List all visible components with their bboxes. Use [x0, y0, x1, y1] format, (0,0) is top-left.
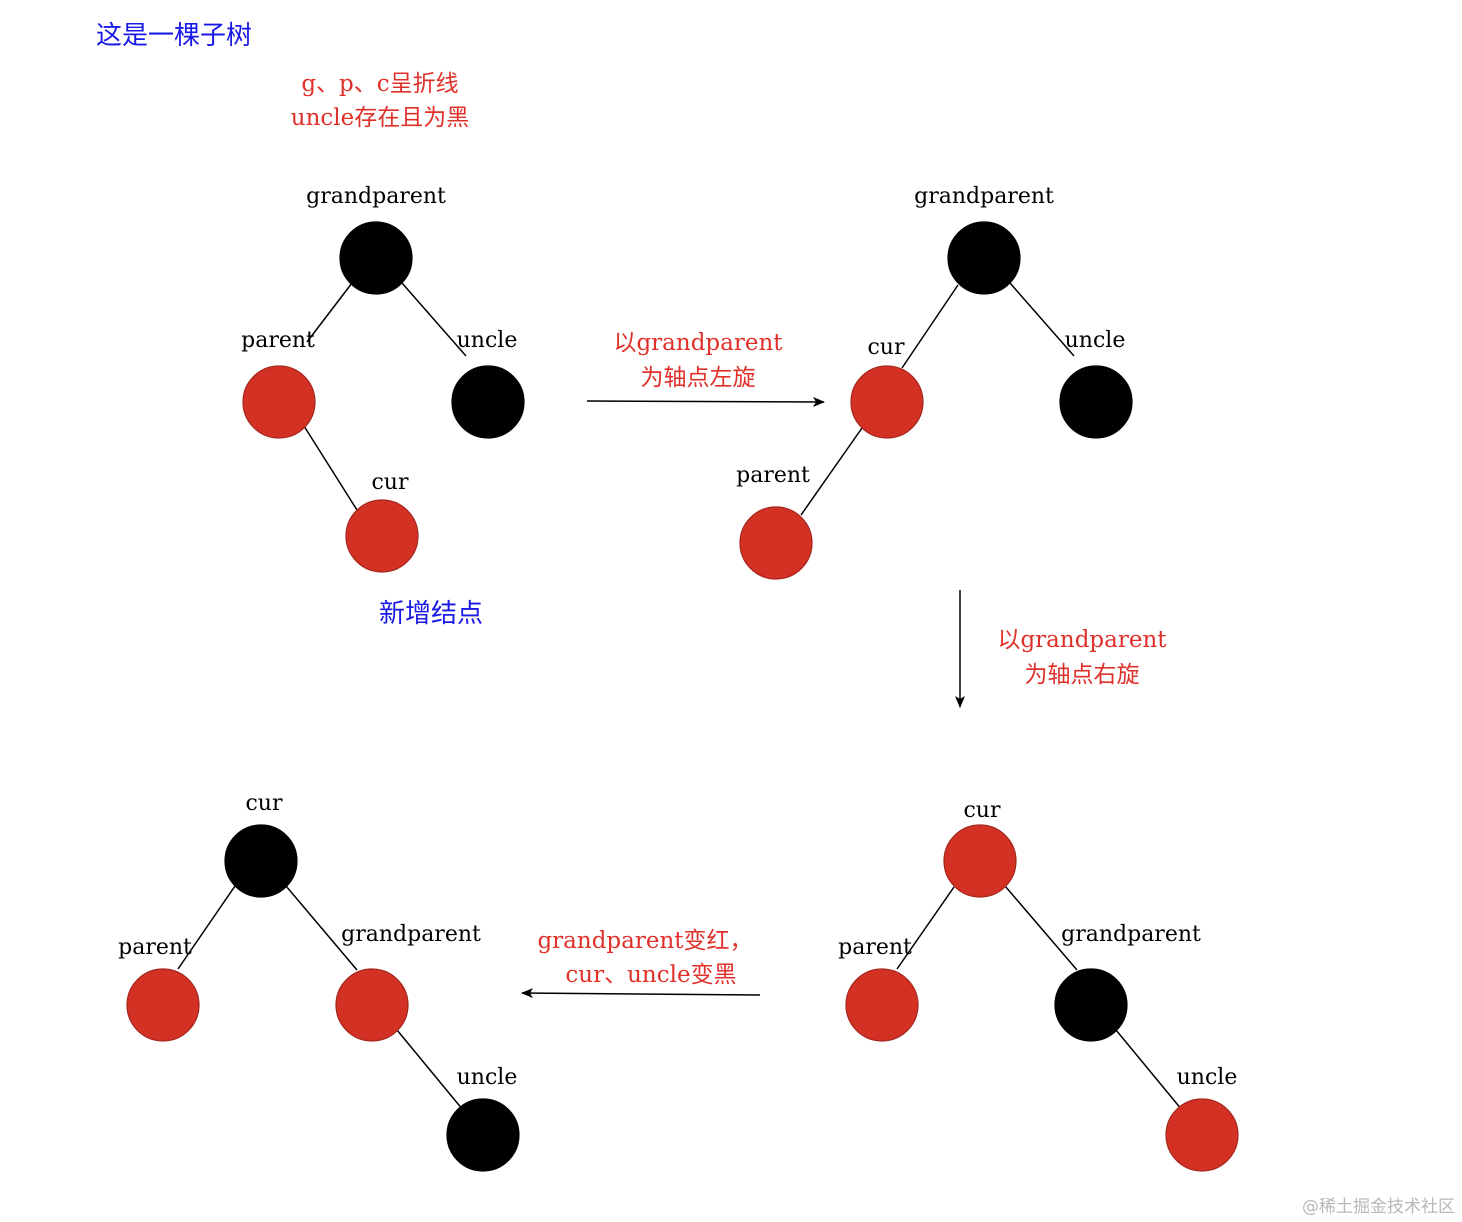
t4-grandparent-label: grandparent [341, 922, 481, 947]
tree-3-after-right-rotation: cur parent grandparent uncle [838, 798, 1239, 1172]
t4-grandparent-node [335, 968, 409, 1042]
t2-cur-node [850, 365, 924, 439]
t3-parent-node [845, 968, 919, 1042]
arrow-step1 [586, 396, 825, 407]
step2-line1: 以grandparent [997, 627, 1167, 653]
edge-t3-c-p [896, 886, 955, 970]
edge-t1-g-u [401, 282, 467, 357]
t3-cur-label: cur [963, 798, 1000, 823]
t4-uncle-label: uncle [457, 1065, 518, 1090]
new-node-note: 新增结点 [379, 599, 483, 629]
t1-uncle-label: uncle [457, 328, 518, 353]
edge-t2-c-p [800, 427, 863, 516]
t1-cur-node [345, 499, 419, 573]
t1-cur-label: cur [371, 470, 408, 495]
tree-1-original: grandparent parent uncle cur [241, 184, 525, 573]
edge-t2-g-u [1009, 282, 1075, 357]
t4-parent-node [126, 968, 200, 1042]
edge-t2-g-c [901, 284, 959, 369]
t3-grandparent-label: grandparent [1061, 922, 1201, 947]
case-note-line1: g、p、c呈折线 [301, 71, 458, 97]
t4-parent-label: parent [118, 935, 192, 960]
tree-2-after-left-rotation: grandparent cur uncle parent [736, 184, 1133, 580]
t2-uncle-label: uncle [1065, 328, 1126, 353]
t2-grandparent-label: grandparent [914, 184, 1054, 209]
edge-t1-g-p [306, 282, 353, 343]
t2-uncle-node [1059, 365, 1133, 439]
edge-t4-g-u [396, 1029, 464, 1111]
arrow-step3 [521, 988, 761, 999]
edge-t4-c-p [177, 885, 236, 970]
t4-cur-label: cur [245, 791, 282, 816]
t3-parent-label: parent [838, 935, 912, 960]
subtree-title: 这是一棵子树 [96, 21, 252, 51]
t1-grandparent-label: grandparent [306, 184, 446, 209]
t1-parent-node [242, 365, 316, 439]
t3-cur-node [943, 824, 1017, 898]
t3-uncle-node [1165, 1098, 1239, 1172]
step1-line1: 以grandparent [613, 330, 783, 356]
edge-t3-c-g [1004, 885, 1078, 971]
t3-uncle-label: uncle [1177, 1065, 1238, 1090]
step3-line1: grandparent变红， [537, 928, 752, 954]
t4-uncle-node [446, 1098, 520, 1172]
t1-parent-label: parent [241, 328, 315, 353]
t1-grandparent-node [339, 221, 413, 295]
edge-t3-g-u [1115, 1029, 1183, 1111]
tree-4-recolored: cur parent grandparent uncle [118, 791, 520, 1172]
step1-line2: 为轴点左旋 [641, 365, 756, 391]
edge-t4-c-g [285, 885, 358, 971]
step3-line2: cur、uncle变黑 [565, 962, 736, 988]
t2-cur-label: cur [867, 335, 904, 360]
t2-parent-label: parent [736, 463, 810, 488]
t2-grandparent-node [947, 221, 1021, 295]
case-note-line2: uncle存在且为黑 [291, 105, 469, 131]
t4-cur-node [224, 824, 298, 898]
t1-uncle-node [451, 365, 525, 439]
t3-grandparent-node [1054, 968, 1128, 1042]
watermark: @稀土掘金技术社区 [1302, 1197, 1455, 1217]
t2-parent-node [739, 506, 813, 580]
edge-t1-p-c [303, 425, 358, 511]
step2-line2: 为轴点右旋 [1025, 662, 1140, 688]
